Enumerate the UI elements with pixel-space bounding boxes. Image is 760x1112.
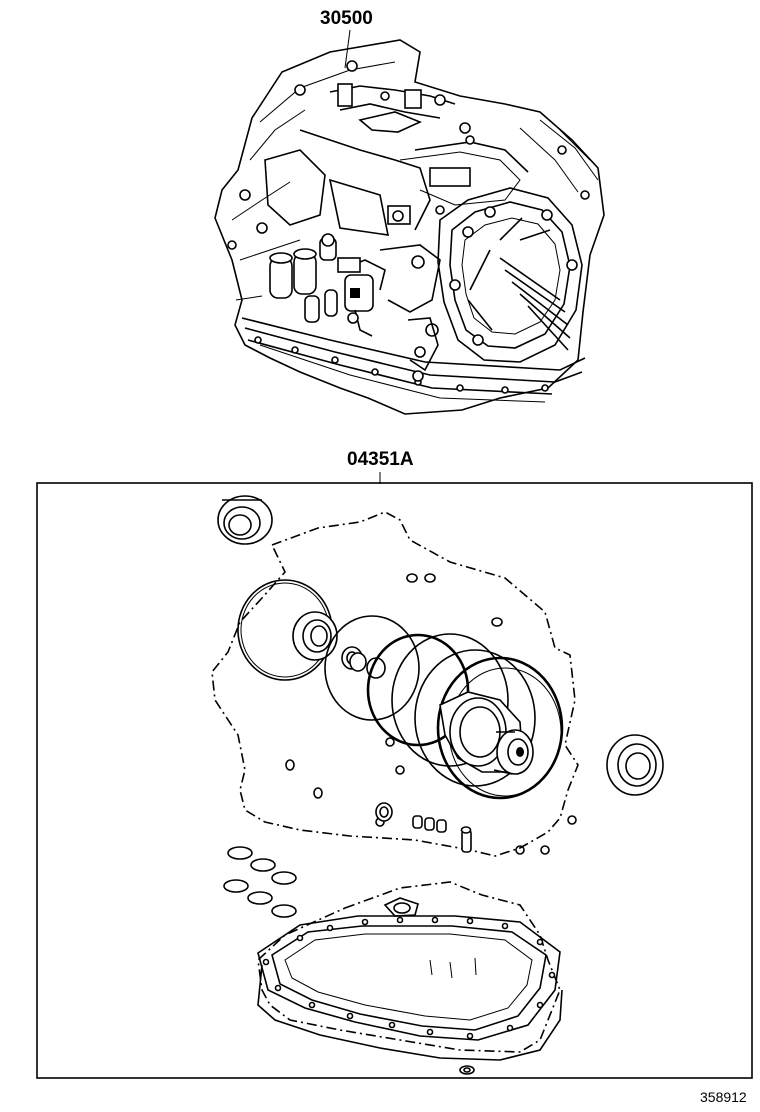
overhaul-kit-part-number[interactable]: 04351A bbox=[347, 449, 414, 470]
solenoid-cluster bbox=[269, 233, 386, 337]
overhaul-kit-frame bbox=[36, 482, 753, 1079]
differential-housing bbox=[437, 187, 583, 363]
small-pins bbox=[375, 802, 472, 853]
diagram-reference-number: 358912 bbox=[700, 1089, 747, 1105]
gasket-holes bbox=[285, 573, 577, 855]
clutch-ring-5 bbox=[436, 656, 564, 800]
clutch-ring-2 bbox=[366, 633, 470, 747]
transaxle-part-number[interactable]: 30500 bbox=[320, 8, 373, 29]
centre-shaft-seal bbox=[439, 691, 534, 775]
oil-seal-right bbox=[606, 734, 664, 796]
overhaul-kit-components[interactable] bbox=[211, 495, 664, 1075]
small-o-rings bbox=[223, 846, 297, 918]
oil-strainer bbox=[383, 897, 419, 917]
clutch-ring-1 bbox=[324, 615, 420, 721]
drain-plug-gasket bbox=[459, 1065, 475, 1075]
transaxle-assembly-drawing[interactable] bbox=[214, 39, 605, 415]
oil-seal-upper-left bbox=[217, 495, 273, 545]
pump-oil-seal bbox=[292, 611, 338, 661]
oil-pan-tray bbox=[257, 915, 563, 1061]
pan-bolt-row bbox=[254, 336, 549, 394]
case-gasket bbox=[211, 511, 579, 857]
small-bushings bbox=[341, 646, 386, 679]
clutch-ring-3 bbox=[391, 633, 509, 767]
oil-pan-gasket bbox=[257, 881, 561, 1053]
